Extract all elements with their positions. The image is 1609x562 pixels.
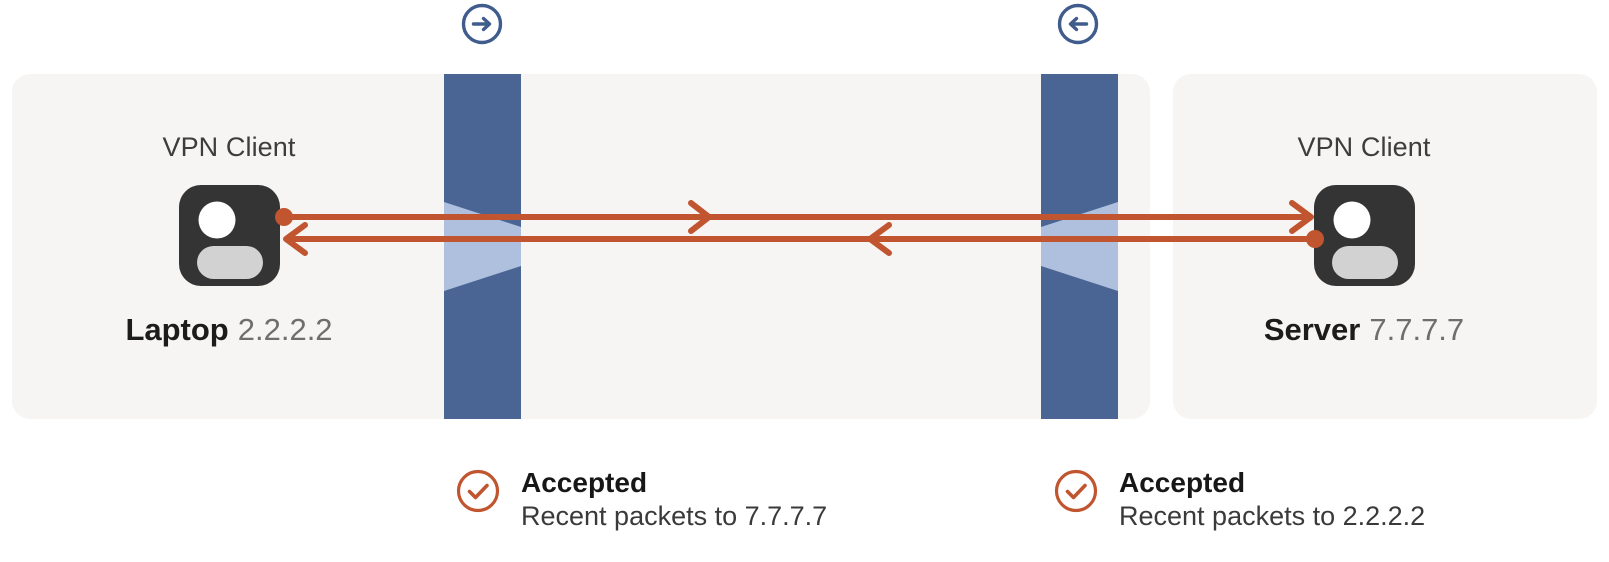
status-left: Accepted Recent packets to 7.7.7.7 [455,466,827,535]
host-name-left: Laptop [125,312,229,347]
status-text-left: Accepted Recent packets to 7.7.7.7 [521,466,827,535]
status-subtitle-left: Recent packets to 7.7.7.7 [521,501,828,532]
status-title-right: Accepted [1119,467,1246,498]
status-subtitle-right: Recent packets to 2.2.2.2 [1119,501,1426,532]
vpn-client-label-left: VPN Client [162,132,296,162]
vpn-client-label-right: VPN Client [1297,132,1431,162]
arrow-left-circle-icon [1056,2,1100,46]
status-text-right: Accepted Recent packets to 2.2.2.2 [1119,466,1425,535]
status-right: Accepted Recent packets to 2.2.2.2 [1053,466,1425,535]
check-circle-icon-left [455,468,501,514]
firewall-bar-left [444,74,521,419]
check-circle-icon-right [1053,468,1099,514]
firewall-bar-right [1041,74,1118,419]
device-avatar-icon-right [1313,185,1415,286]
host-ip-right: 7.7.7.7 [1369,312,1465,347]
arrow-right-circle-icon [460,2,504,46]
status-title-left: Accepted [521,467,648,498]
device-avatar-icon-left [178,185,280,286]
host-ip-left: 2.2.2.2 [237,312,333,347]
host-name-right: Server [1263,312,1361,347]
